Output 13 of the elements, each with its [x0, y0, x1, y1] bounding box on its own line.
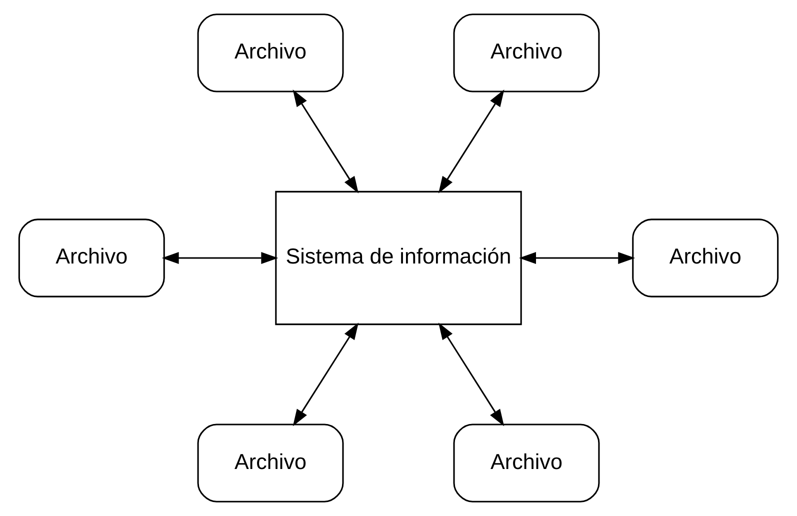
node-box: Archivo — [197, 424, 344, 502]
arrow — [519, 252, 636, 264]
arrow — [438, 322, 504, 426]
node-box: Archivo — [632, 218, 779, 298]
arrow — [162, 252, 278, 264]
arrow — [292, 90, 359, 194]
node-box: Archivo — [453, 14, 600, 92]
node-box: Archivo — [197, 14, 344, 92]
node-box: Archivo — [18, 218, 165, 298]
node-box: Sistema de información — [275, 190, 522, 326]
arrow — [292, 322, 359, 426]
arrow — [438, 90, 504, 194]
node-box: Archivo — [453, 424, 600, 502]
